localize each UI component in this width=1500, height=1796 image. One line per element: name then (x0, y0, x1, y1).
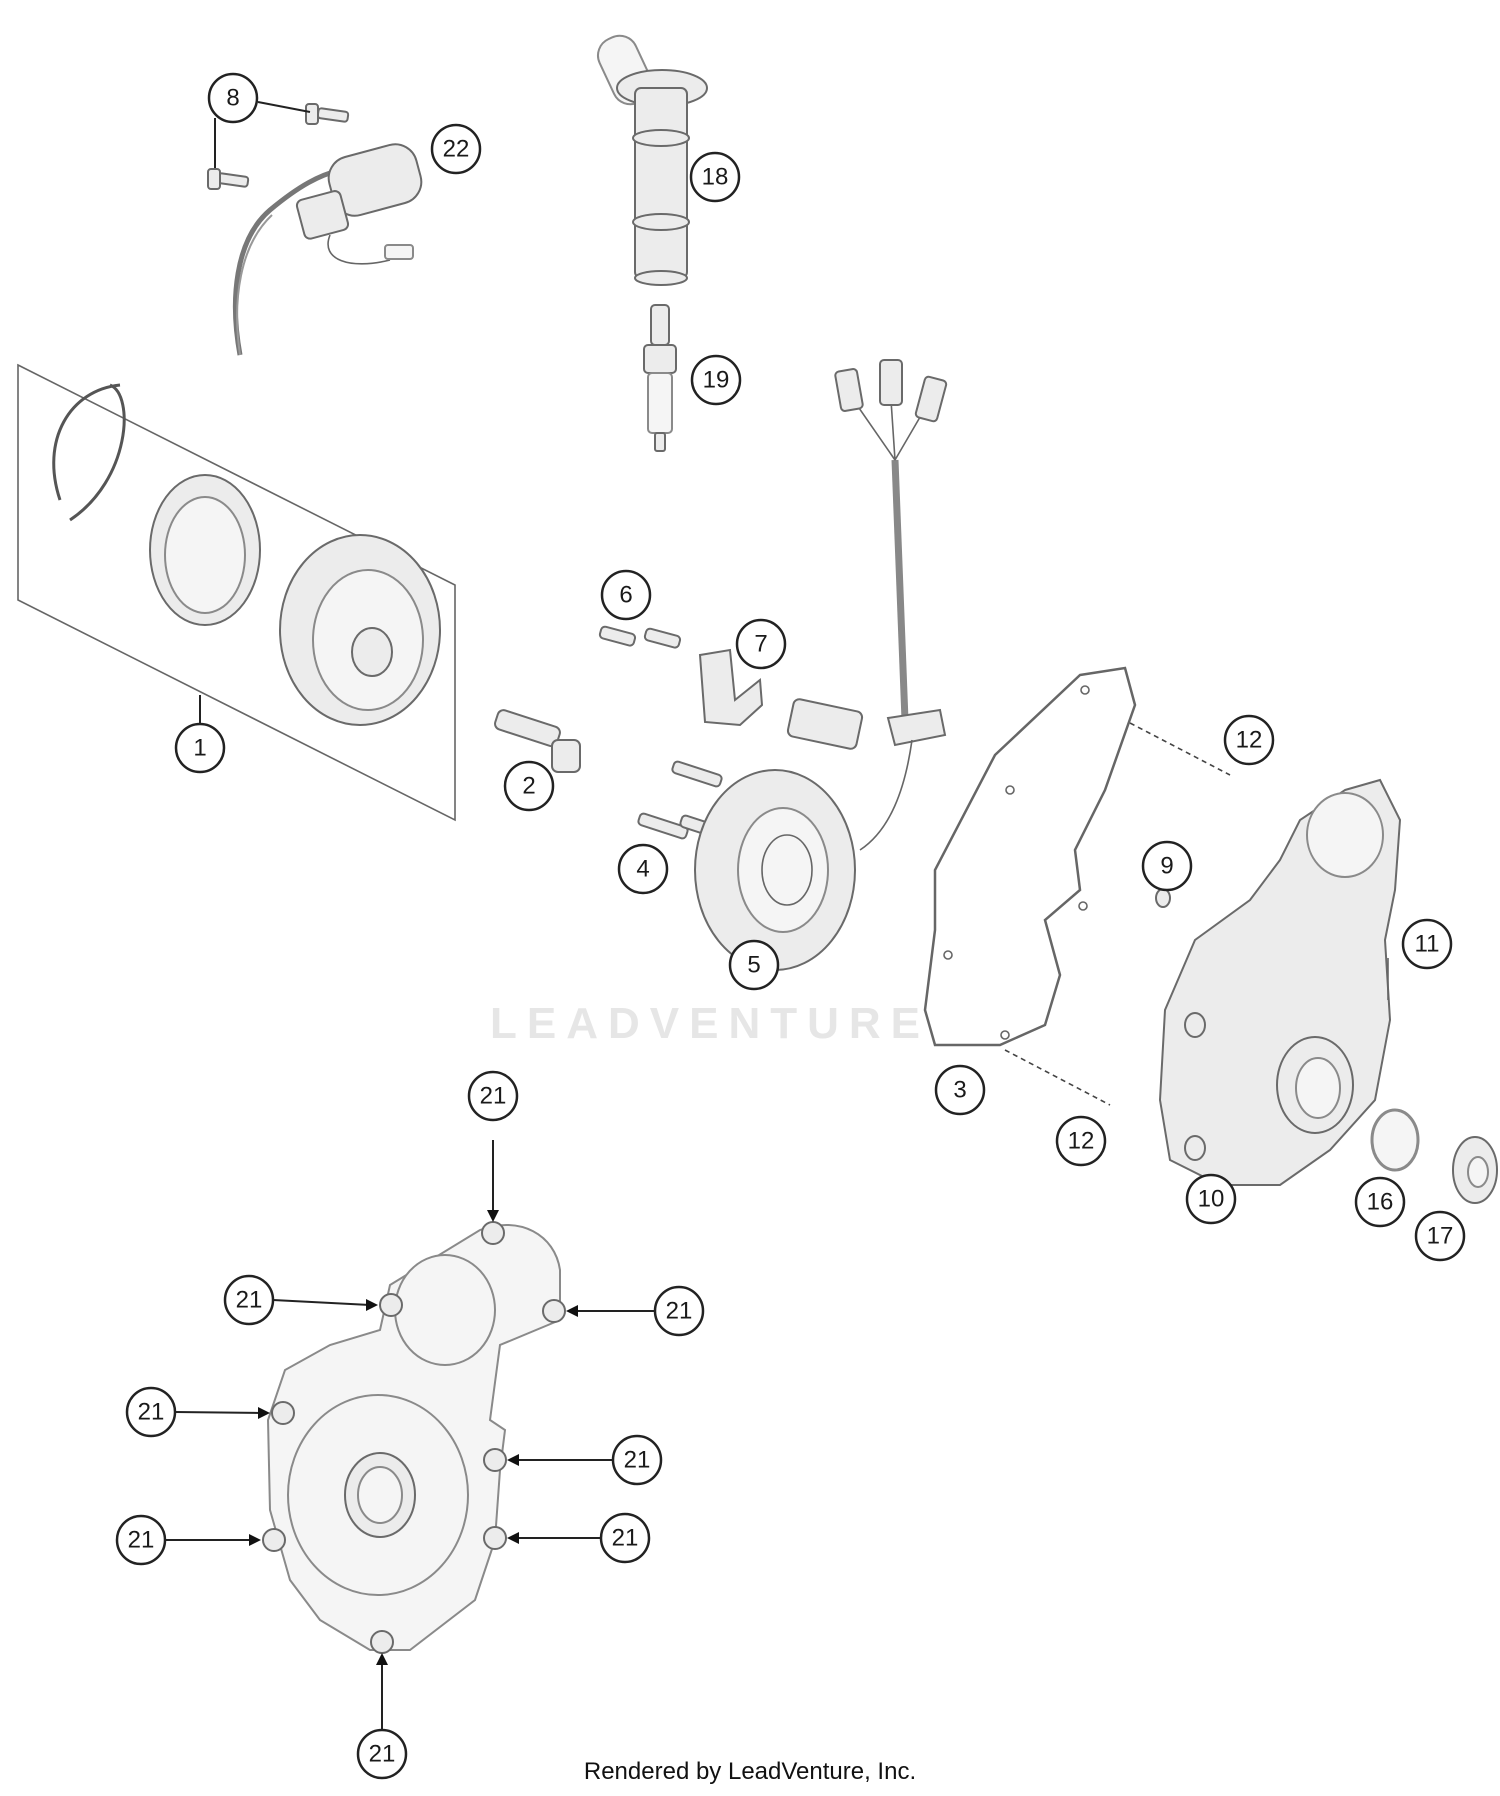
callout-21-mid-left: 21 (125, 1386, 177, 1438)
o-ring-16 (1370, 1108, 1420, 1172)
callout-17: 17 (1414, 1210, 1466, 1262)
callout-22: 22 (430, 123, 482, 175)
callout-21-bottom: 21 (356, 1728, 408, 1780)
cover-bolt-layout (266, 1224, 561, 1651)
callout-21-mid-left-label: 21 (138, 1399, 165, 1426)
dowel-line-top (1129, 722, 1231, 776)
ignition-cover (1158, 778, 1402, 1186)
callout-12-top-label: 12 (1236, 727, 1263, 754)
callout-1: 1 (174, 722, 226, 774)
callout-3-label: 3 (953, 1077, 966, 1104)
spark-plug (643, 304, 677, 452)
rotor-bolt (494, 709, 581, 773)
callout-3: 3 (934, 1064, 986, 1116)
callout-9-label: 9 (1160, 853, 1173, 880)
callout-16-label: 16 (1367, 1189, 1394, 1216)
callout-2-label: 2 (522, 773, 535, 800)
callout-11: 11 (1401, 918, 1453, 970)
footer-credit: Rendered by LeadVenture, Inc. (583, 1758, 917, 1785)
callout-22-label: 22 (443, 136, 470, 163)
stator-wiring-harness (834, 359, 948, 851)
callout-7: 7 (735, 618, 787, 670)
callout-10-label: 10 (1198, 1186, 1225, 1213)
callout-8: 8 (207, 72, 259, 124)
callout-4: 4 (617, 843, 669, 895)
pickup-screws (598, 625, 682, 649)
ignition-coil (232, 143, 423, 356)
callout-17-label: 17 (1427, 1223, 1454, 1250)
callout-21-bottom-label: 21 (369, 1741, 396, 1768)
cover-bolt-heads (262, 1221, 566, 1654)
coil-screws (207, 103, 350, 190)
callout-2: 2 (503, 760, 555, 812)
callout-21-lower-right: 21 (599, 1512, 651, 1564)
callout-10: 10 (1185, 1173, 1237, 1225)
callout-19-label: 19 (703, 367, 730, 394)
callout-19: 19 (690, 354, 742, 406)
bolt-leaders (165, 1140, 655, 1730)
callout-21-upper-left: 21 (223, 1274, 275, 1326)
shaft-seal-17 (1452, 1136, 1498, 1204)
callout-21-mid-right-label: 21 (624, 1447, 651, 1474)
callout-9: 9 (1141, 840, 1193, 892)
callout-18-label: 18 (702, 164, 729, 191)
callout-4-label: 4 (636, 856, 649, 883)
callout-6-label: 6 (619, 582, 632, 609)
callout-21-lower-left: 21 (115, 1514, 167, 1566)
callout-1-label: 1 (193, 735, 206, 762)
callout-21-lower-right-label: 21 (612, 1525, 639, 1552)
callout-21-top: 21 (467, 1070, 519, 1122)
callout-16: 16 (1354, 1176, 1406, 1228)
callout-21-lower-left-label: 21 (128, 1527, 155, 1554)
rotor-kit-panel (17, 363, 456, 822)
stator (694, 769, 856, 971)
callout-21-top-label: 21 (480, 1083, 507, 1110)
leader-8 (214, 101, 311, 168)
cover-gasket (923, 666, 1137, 1047)
spark-plug-connector (597, 34, 708, 286)
callout-12-top: 12 (1223, 714, 1275, 766)
callout-21-upper-right-label: 21 (666, 1298, 693, 1325)
callout-6: 6 (600, 569, 652, 621)
watermark: LEADVENTURE (490, 999, 930, 1048)
callout-21-upper-right: 21 (653, 1285, 705, 1337)
pickup-sensor (786, 698, 864, 750)
callout-18: 18 (689, 151, 741, 203)
callout-12-bottom-label: 12 (1068, 1128, 1095, 1155)
dowel-line-bottom (1004, 1049, 1111, 1106)
callout-5: 5 (728, 939, 780, 991)
callout-21-mid-right: 21 (611, 1434, 663, 1486)
callout-7-label: 7 (754, 631, 767, 658)
callout-8-label: 8 (226, 85, 239, 112)
callout-11-label: 11 (1415, 931, 1440, 958)
callout-5-label: 5 (747, 952, 760, 979)
callout-21-upper-left-label: 21 (236, 1287, 263, 1314)
callout-12-bottom: 12 (1055, 1115, 1107, 1167)
plug-part-9 (1155, 888, 1171, 908)
pickup-bracket (698, 648, 764, 727)
